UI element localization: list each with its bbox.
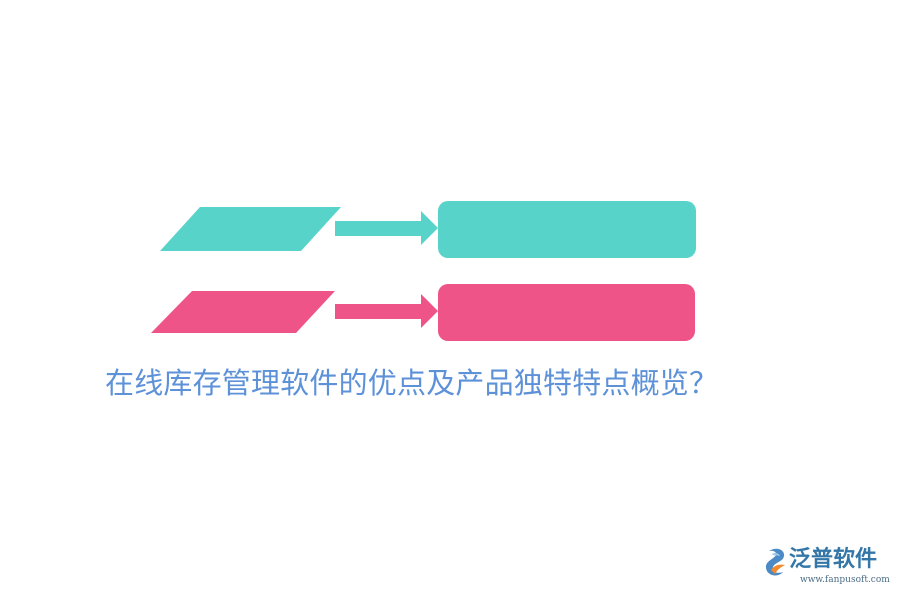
row-2-parallelogram <box>151 291 335 333</box>
row-2-rounded-box <box>438 284 695 341</box>
row-1-arrow-icon <box>335 211 438 245</box>
row-1-rounded-box <box>438 201 696 258</box>
logo-brand-name: 泛普软件 <box>789 547 878 572</box>
fanpu-logo-icon <box>765 548 785 576</box>
row-1-parallelogram <box>160 207 341 251</box>
logo-website-url: www.fanpusoft.com <box>800 575 890 585</box>
row-2-arrow-icon <box>335 294 438 328</box>
fanpu-software-logo: 泛普软件 www.fanpusoft.com <box>763 547 890 589</box>
page-title: 在线库存管理软件的优点及产品独特特点概览？ <box>105 366 719 400</box>
